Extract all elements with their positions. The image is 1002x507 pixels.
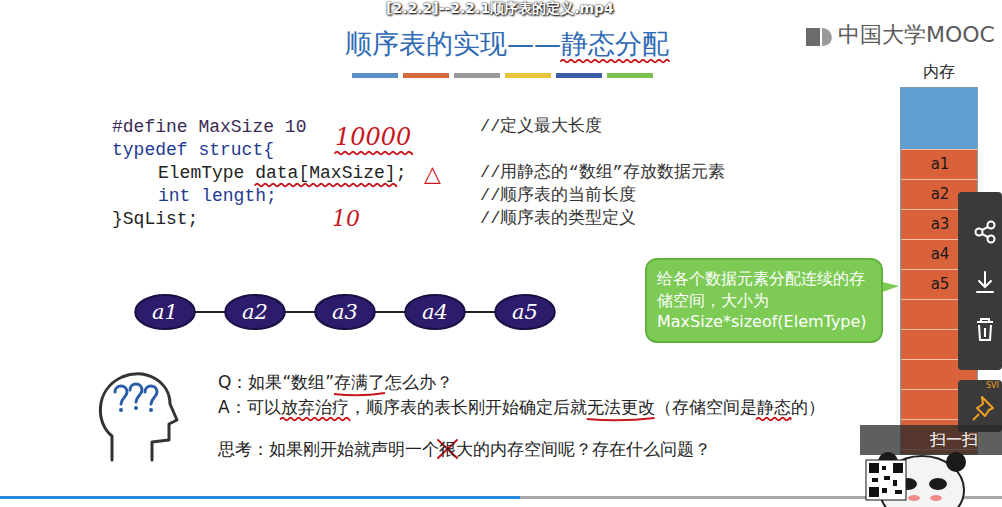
ellipse-shape [225,295,285,329]
pin-icon [973,397,993,420]
handwritten-note: 10000 [335,122,411,152]
scan-patch [860,425,1002,455]
code-comment: //用静态的“数组”存放数据元素 [480,162,725,183]
color-bar [403,73,449,78]
memory-cell: a1 [901,149,979,179]
element-ellipse: a3 [314,293,376,331]
question-text: Q：如果“数组”存满了怎么办？ [218,372,453,393]
callout-bubble: 给各个数据元素分配连续的存储空间，大小为 MaxSize*sizeof(Elem… [645,258,883,343]
connector-line [195,311,225,313]
node-text: 内存 [901,62,977,83]
slide-title: 顺序表的实现——静态分配 [345,26,669,62]
node-text: a3 [931,215,950,233]
pin-panel [958,380,1002,432]
brand-logo: 中国大学MOOC [838,21,995,49]
progress-fill [0,496,520,499]
code-line: int length; [158,185,277,208]
node-text: a5 [931,275,950,293]
node-text: a3 [314,293,376,331]
connector-line [375,311,405,313]
code-comment: //定义最大长度 [480,116,602,137]
handwritten-note: 10 [332,205,360,233]
ellipse-shape [495,295,555,329]
code-line: }SqList; [112,208,198,231]
answer-text: A：可以放弃治疗，顺序表的表长刚开始确定后就无法更改（存储空间是静态的） [218,397,825,418]
wavy-underline [561,60,669,63]
color-bar [607,73,653,78]
code-line: ElemType data[MaxSize]; [158,162,406,185]
color-bar [352,73,398,78]
code-comment: //顺序表的类型定义 [480,208,636,229]
node-text: a2 [224,293,286,331]
red-underline [334,393,385,395]
red-underline [587,418,655,420]
wavy-underline [757,418,791,421]
question-mark-icon [115,384,157,404]
logo-mark [806,28,832,46]
ellipse-shape [315,295,375,329]
element-ellipse: a1 [134,293,196,331]
color-bar [454,73,500,78]
question-dot [119,406,153,412]
connector-line [465,311,495,313]
node-text: a4 [404,293,466,331]
thinking-text: 思考：如果刚开始就声明一个很大的内存空间呢？存在什么问题？ [218,439,711,460]
code-line: #define MaxSize 10 [112,116,306,139]
element-ellipse: a2 [224,293,286,331]
color-bar [556,73,602,78]
thinking-head-icon [100,374,177,460]
share-icon [976,222,995,243]
ellipse-shape [405,295,465,329]
scan-hint: 扫一扫 [930,430,978,450]
code-line: typedef struct{ [112,139,274,162]
element-ellipse: a5 [494,293,556,331]
video-filename: [2.2.2]--2.2.1顺序表的定义.mp4 [386,0,614,18]
code-comment: //顺序表的当前长度 [480,185,636,206]
badge-text: SVI [986,381,999,391]
wavy-underline [255,184,396,187]
element-ellipse: a4 [404,293,466,331]
connector-line [285,311,315,313]
color-bar [505,73,551,78]
wavy-underline [335,152,412,155]
qr-code [866,460,906,500]
trash-icon [977,319,993,340]
node-text: a5 [494,293,556,331]
wavy-underline [281,418,350,421]
progress-track [0,496,1002,499]
node-text: a4 [931,245,950,263]
player-toolbar [958,192,1002,370]
handwritten-mark: △ [424,160,441,188]
node-text: 给各个数据元素分配连续的存储空间，大小为 MaxSize*sizeof(Elem… [657,268,871,333]
node-text: a1 [931,155,950,173]
ellipse-shape [135,295,195,329]
node-text: a2 [931,185,950,203]
download-icon [977,272,993,292]
node-text: a1 [134,293,196,331]
